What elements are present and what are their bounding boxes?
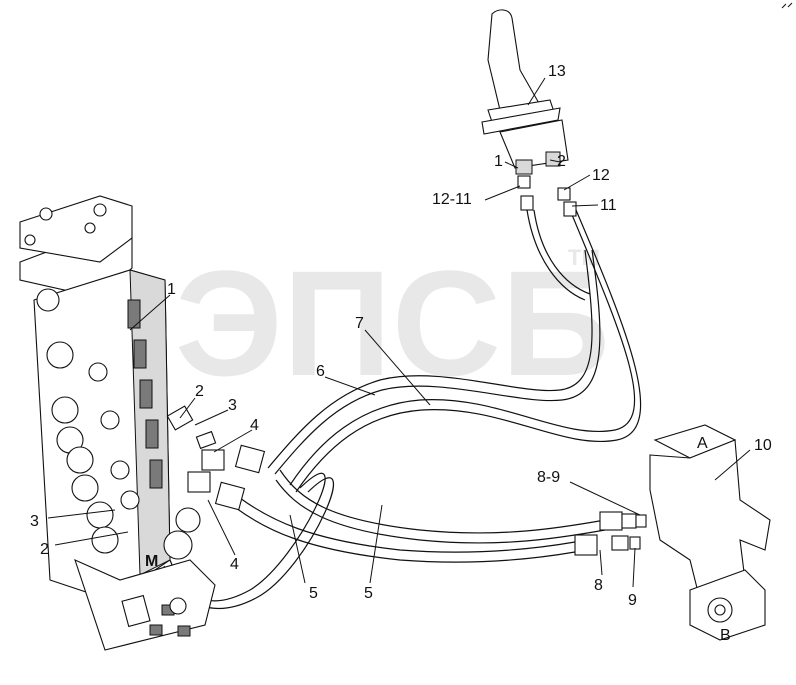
callout-3-upper: 3: [228, 397, 237, 414]
swivel-mark-b: B: [720, 627, 731, 644]
port-fitting: [163, 530, 193, 560]
hose-5-lower-a: [239, 497, 576, 553]
nut: [177, 625, 191, 637]
fitting-9: [611, 535, 629, 551]
bolt: [39, 207, 53, 221]
callout-12: 12: [592, 167, 610, 184]
hose-lever-left-b: [533, 209, 591, 295]
callout-2-lever: 2: [557, 153, 566, 170]
leader-lines: [47, 77, 751, 588]
callout-1-block: 1: [167, 281, 176, 298]
fitting-11: [557, 187, 571, 201]
callout-labels: 13 1 2 12-11 12 11 1 7 6 2 3 4 10 8-9 3 …: [30, 63, 772, 609]
hose-end: [563, 201, 577, 217]
fitting-12-11: [517, 175, 531, 189]
lever-port-1: [515, 159, 533, 175]
callout-5-left: 5: [309, 585, 318, 602]
callout-9: 9: [628, 592, 637, 609]
hose-6-inner: [274, 249, 601, 475]
fitting-8-9: [599, 511, 623, 531]
fitting-adapter: [629, 536, 641, 550]
fitting-8: [574, 534, 598, 556]
lever-flange: [481, 107, 561, 135]
callout-8-9: 8-9: [537, 469, 560, 486]
hose-7-outer: [289, 209, 636, 486]
hose-6-outer: [267, 249, 593, 469]
valve-section-plates: [127, 299, 163, 489]
callout-5-right: 5: [364, 585, 373, 602]
watermark: ЭПСБ TM: [175, 239, 610, 407]
callout-3-lower: 3: [30, 513, 39, 530]
rotary-swivel-joint: B A: [574, 424, 771, 644]
nut: [149, 624, 163, 636]
callout-8: 8: [594, 577, 603, 594]
fitting-adapter: [635, 514, 647, 528]
hose-5-lower-b: [235, 507, 576, 563]
bolt: [93, 203, 107, 217]
callout-4-upper: 4: [250, 417, 259, 434]
hose-5-upper-a: [279, 469, 606, 534]
adapters-upper: [166, 405, 266, 511]
callout-10: 10: [754, 437, 772, 454]
control-valve-block: M: [19, 195, 266, 651]
watermark-text: ЭПСБ: [175, 239, 610, 407]
hose-7-inner: [295, 209, 642, 493]
lever-port-2: [545, 151, 561, 167]
callout-2-upper: 2: [195, 383, 204, 400]
mount-slot: [121, 594, 151, 628]
callout-6: 6: [316, 363, 325, 380]
fitting-8-9-nut: [621, 513, 637, 529]
callout-1-lever: 1: [494, 153, 503, 170]
hose-group: [163, 209, 642, 609]
bolt: [84, 222, 96, 234]
port-fitting: [175, 507, 201, 533]
callout-4-lower: 4: [230, 556, 239, 573]
block-mark-m: M: [145, 553, 158, 570]
hose-5-upper-b: [275, 479, 606, 544]
callout-12-11: 12-11: [432, 191, 472, 208]
corner-mark: [781, 2, 793, 9]
callout-7: 7: [355, 315, 364, 332]
callout-2-lower: 2: [40, 541, 49, 558]
swivel-mark-a: A: [697, 435, 708, 452]
port-fitting: [169, 597, 187, 615]
lever-handle: [487, 9, 541, 111]
valve-spools: [36, 288, 140, 554]
bolt: [24, 234, 36, 246]
hose-end: [520, 195, 534, 211]
callout-13: 13: [548, 63, 566, 80]
callout-11: 11: [600, 197, 617, 214]
joystick-control-lever: [481, 9, 577, 217]
swivel-upper-body: [649, 439, 771, 601]
hose-lever-left-a: [526, 209, 586, 301]
watermark-trademark: TM: [568, 245, 600, 270]
swivel-port-inner: [714, 604, 726, 616]
